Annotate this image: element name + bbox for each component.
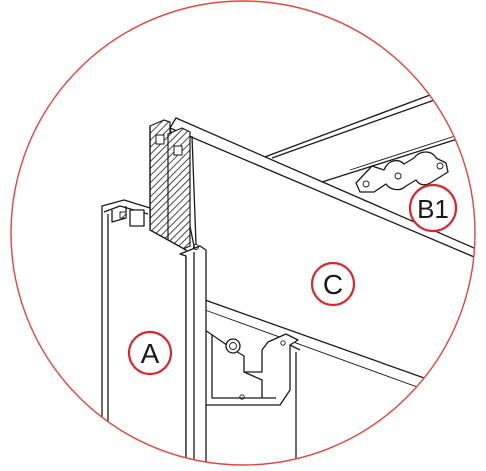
profile-slot-icon [173, 145, 183, 156]
clip-hole-icon [362, 180, 370, 188]
label-b1: B1 [417, 194, 449, 224]
label-c: C [323, 269, 343, 300]
drawing-content [101, 94, 475, 465]
clip-hole-icon [436, 162, 444, 170]
label-a: A [141, 338, 160, 369]
callout-a: A [127, 330, 173, 376]
callout-c: C [310, 261, 356, 307]
sectioned-profiles [149, 119, 191, 253]
clip-hole-icon [394, 172, 402, 180]
callout-ring-a [127, 330, 173, 376]
detail-circle [10, 0, 476, 466]
callout-b1: B1 [408, 183, 458, 233]
profile-slot-icon [155, 134, 165, 145]
inner-bracket [204, 329, 301, 465]
screw-hole-icon [229, 342, 237, 350]
callout-ring-b1 [408, 183, 458, 233]
rivet-icon [239, 394, 245, 400]
strap-clip-b1 [355, 151, 449, 193]
rivet-icon [193, 244, 199, 250]
screw-icon [225, 338, 241, 354]
rivet-icon [280, 340, 286, 346]
callout-ring-c [310, 261, 356, 307]
